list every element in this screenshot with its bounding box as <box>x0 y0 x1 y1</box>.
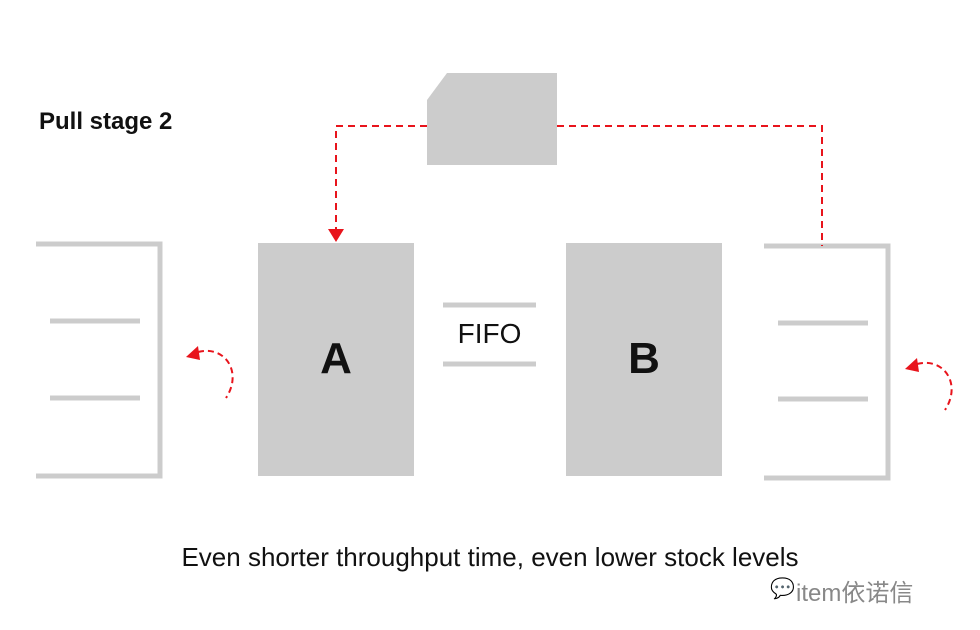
fifo-label: FIFO <box>457 318 522 349</box>
process-a-label: A <box>320 334 352 383</box>
left-withdrawal-arrow-icon <box>186 346 234 399</box>
right-supermarket-rack <box>764 243 891 481</box>
process-b-label: B <box>628 334 660 383</box>
right-withdrawal-arrow-icon <box>905 358 953 411</box>
fifo-lane <box>443 302 536 367</box>
kanban-signal-line <box>335 125 823 246</box>
signal-arrow-head-icon <box>328 229 344 242</box>
caption: Even shorter throughput time, even lower… <box>181 542 799 572</box>
wechat-icon: 💬 <box>770 578 795 600</box>
process-box-b <box>566 243 722 476</box>
watermark: item依诺信 <box>796 580 914 607</box>
process-box-a <box>258 243 414 476</box>
stage-title: Pull stage 2 <box>39 108 173 135</box>
kanban-card-icon <box>427 73 557 165</box>
left-supermarket-rack <box>36 241 163 479</box>
